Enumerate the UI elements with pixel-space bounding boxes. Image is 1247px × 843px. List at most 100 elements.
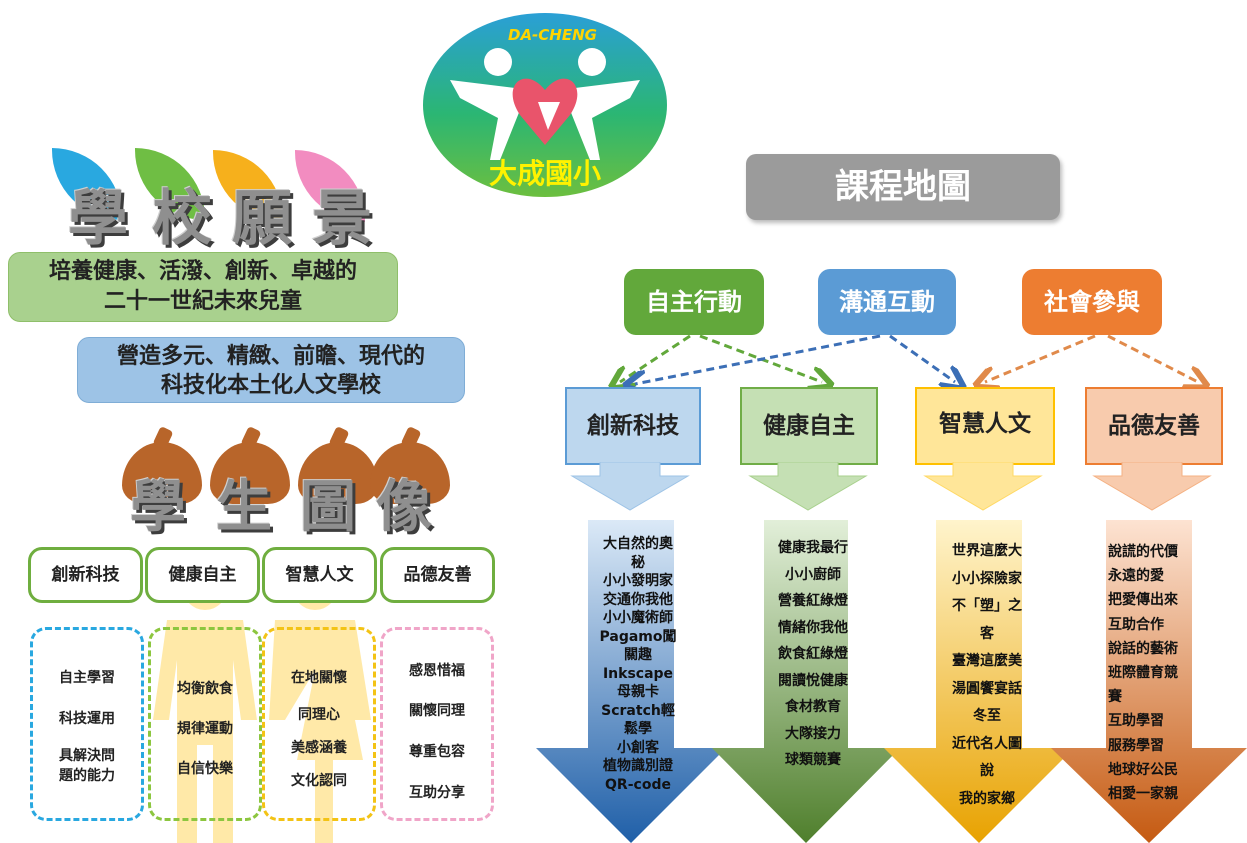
- portrait-title-char: 圖: [300, 474, 356, 540]
- trait-label: 創新科技: [28, 547, 143, 603]
- course-list-character: 說謊的代價 永遠的愛 把愛傳出來 互助合作 說話的藝術 班際體育競 賽 互助學習…: [1108, 540, 1208, 806]
- trait-item: 自主學習: [59, 670, 115, 686]
- course-item: 小小探險家: [952, 570, 1022, 587]
- trait-item: 科技運用: [59, 711, 115, 727]
- course-item: 我的家鄉: [959, 790, 1015, 807]
- course-item: 互助學習: [1108, 713, 1164, 730]
- trait-detail-box: [380, 627, 494, 821]
- course-item: QR-code: [605, 776, 671, 793]
- domain-box-innovation-tech: 創新科技: [565, 387, 701, 465]
- course-item: 相愛一家親: [1108, 786, 1178, 803]
- logo-top-text: DA-CHENG: [508, 26, 597, 44]
- vision-title-char: 學: [68, 184, 128, 254]
- trait-item: 關懷同理: [409, 703, 465, 719]
- vision-line: 科技化本土化人文學校: [160, 373, 381, 398]
- course-item: 小創客: [617, 739, 659, 756]
- vision-title-char: 景: [312, 184, 372, 254]
- course-item: 小小廚師: [785, 566, 841, 583]
- trait-detail-box: [148, 627, 262, 821]
- portrait-title-char: 像: [376, 474, 432, 540]
- trait-item: 規律運動: [177, 721, 233, 737]
- trait-detail-box: [262, 627, 376, 821]
- course-item: 球類競賽: [785, 752, 841, 768]
- curriculum-title: 課程地圖: [746, 154, 1060, 220]
- trait-label: 智慧人文: [262, 547, 377, 603]
- course-item: 近代名人圖: [952, 735, 1022, 752]
- trait-item: 在地關懷: [291, 670, 347, 686]
- course-item: 賽: [1108, 689, 1122, 706]
- vision-line: 營造多元、精緻、前瞻、現代的: [116, 344, 425, 369]
- trait-label: 健康自主: [145, 547, 260, 603]
- domain-box-character: 品德友善: [1085, 387, 1223, 465]
- acorn-icon: [210, 442, 290, 504]
- vision-section: 學 校 願 景 培養健康、活潑、創新、卓越的 二十一世紀未來兒童 營造多元、精緻…: [0, 0, 520, 410]
- course-item: 營養紅綠燈: [778, 593, 848, 609]
- course-item: 大自然的奧: [603, 536, 673, 552]
- course-item: 臺灣這麼美: [952, 653, 1022, 669]
- trait-item: 尊重包容: [409, 744, 465, 760]
- course-item: 飲食紅綠燈: [778, 646, 848, 662]
- course-item: 秘: [631, 554, 645, 571]
- vision-title-char: 願: [232, 184, 292, 254]
- trait-item: 文化認同: [291, 773, 347, 789]
- course-item: 世界這麼大: [952, 543, 1022, 559]
- vision-line: 培養健康、活潑、創新、卓越的: [48, 259, 357, 284]
- course-item: 母親卡: [617, 684, 659, 700]
- trait-item: 同理心: [298, 707, 340, 723]
- acorn-icon: [122, 442, 202, 504]
- logo-emblem: [423, 13, 667, 197]
- trait-item: 美感涵養: [291, 740, 347, 756]
- course-item: 互助合作: [1108, 616, 1164, 633]
- domain-down-arrows: [570, 462, 1212, 511]
- course-list-innovation: 大自然的奧 秘 小小發明家 交通你我他 小小魔術師 Pagamo闖 關趣 Ink…: [588, 535, 688, 794]
- vision-statement-green: 培養健康、活潑、創新、卓越的 二十一世紀未來兒童: [8, 252, 398, 322]
- course-list-humanities: 世界這麼大 小小探險家 不「塑」之 客 臺灣這麼美 湯圓饗宴話 冬至 近代名人圖…: [937, 538, 1037, 813]
- course-item: 食材教育: [785, 699, 841, 715]
- course-item: 地球好公民: [1108, 761, 1178, 778]
- course-item: 鬆學: [624, 721, 652, 737]
- domain-box-health: 健康自主: [740, 387, 878, 465]
- vision-title-char: 校: [152, 184, 212, 254]
- course-item: 永遠的愛: [1108, 568, 1164, 585]
- course-item: 說謊的代價: [1108, 544, 1178, 560]
- acorn-icon: [298, 442, 378, 504]
- competency-box: 溝通互動: [818, 269, 956, 335]
- course-item: 班際體育競: [1108, 665, 1178, 682]
- course-item: 服務學習: [1108, 737, 1164, 754]
- course-item: Scratch輕: [601, 702, 675, 719]
- trait-label: 品德友善: [380, 547, 495, 603]
- vision-line: 二十一世紀未來兒童: [103, 289, 302, 314]
- course-item: 小小發明家: [603, 573, 673, 589]
- trait-item: 具解決問 題的能力: [59, 748, 115, 784]
- course-item: 說: [980, 763, 994, 779]
- domain-box-humanities: 智慧人文: [915, 387, 1055, 465]
- course-item: 客: [980, 625, 994, 642]
- portrait-title-char: 學: [130, 474, 186, 540]
- course-item: 說話的藝術: [1108, 640, 1178, 657]
- vision-statement-blue: 營造多元、精緻、前瞻、現代的 科技化本土化人文學校: [77, 337, 465, 403]
- course-item: 植物識別證: [603, 758, 673, 774]
- trait-detail-box: [30, 627, 144, 821]
- course-item: 關趣: [624, 647, 652, 663]
- course-item: 健康我最行: [778, 540, 848, 556]
- course-arrows: [536, 520, 1247, 843]
- course-item: 湯圓饗宴話: [952, 680, 1022, 697]
- competency-connector-lines: [560, 334, 1240, 392]
- acorn-icon: [370, 442, 450, 504]
- course-item: 閱讀悅健康: [778, 672, 848, 689]
- course-item: 小小魔術師: [603, 610, 673, 626]
- course-item: 冬至: [973, 708, 1001, 724]
- logo-bottom-text: 大成國小: [488, 157, 601, 190]
- school-logo: DA-CHENG 大成國小: [420, 10, 670, 200]
- course-item: 交通你我他: [603, 591, 673, 608]
- competency-box: 社會參與: [1022, 269, 1162, 335]
- course-item: 不「塑」之: [952, 598, 1022, 614]
- trait-item: 感恩惜福: [409, 663, 465, 679]
- course-item: 把愛傳出來: [1108, 592, 1178, 609]
- trait-item: 均衡飲食: [177, 681, 233, 697]
- portrait-title-char: 生: [216, 474, 272, 540]
- course-list-health: 健康我最行 小小廚師 營養紅綠燈 情緒你我他 飲食紅綠燈 閱讀悅健康 食材教育 …: [763, 535, 863, 774]
- course-item: 大隊接力: [785, 725, 841, 742]
- competency-box: 自主行動: [624, 269, 764, 335]
- course-item: Inkscape: [602, 665, 674, 682]
